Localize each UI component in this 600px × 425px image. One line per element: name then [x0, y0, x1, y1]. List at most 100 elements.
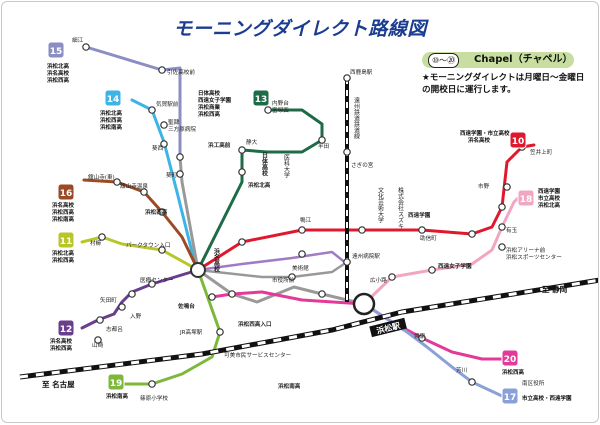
route-badge-19: 19	[107, 373, 125, 391]
svg-text:浜松西高: 浜松西高	[52, 208, 75, 216]
svg-text:西遠女子学園: 西遠女子学園	[438, 262, 472, 270]
svg-text:佐鳴台: 佐鳴台	[177, 302, 195, 310]
svg-text:可美市民サービスセンター: 可美市民サービスセンター	[224, 351, 292, 359]
ikka-label: 医科大学	[283, 154, 290, 178]
stop-dot	[176, 153, 184, 161]
route-line-11	[80, 235, 200, 272]
route-badge-11: 11	[57, 231, 75, 249]
svg-text:南区役所: 南区役所	[522, 379, 545, 387]
svg-text:浜松北高: 浜松北高	[248, 181, 271, 189]
svg-text:静大: 静大	[246, 138, 258, 146]
route-line-20	[210, 290, 366, 306]
chapel-legend: ⑩〜⑳ Chapel（チャペル）	[422, 52, 574, 68]
route-19-schools: 浜松南高	[106, 392, 129, 400]
route-badge-20: 20	[501, 349, 519, 367]
stop-dot	[96, 316, 104, 324]
svg-text:JR高塚駅: JR高塚駅	[179, 328, 203, 336]
stop-dot	[148, 380, 156, 388]
stop-dot	[98, 233, 106, 241]
svg-text:浜松南高: 浜松南高	[52, 215, 75, 223]
svg-text:西遠学園: 西遠学園	[408, 211, 431, 219]
stop-dot	[128, 290, 136, 298]
svg-text:浜名高校: 浜名高校	[47, 69, 70, 77]
stop-dot	[113, 178, 121, 186]
route-13-schools: 日体高校	[198, 89, 221, 97]
bunka-label: 文化芸術大学	[377, 186, 384, 223]
stop-dot	[264, 106, 272, 114]
svg-text:細江: 細江	[72, 36, 84, 44]
route-16-schools: 浜名高校	[52, 201, 75, 209]
route-line-gray-b	[196, 260, 349, 279]
svg-text:富塚西: 富塚西	[272, 106, 289, 114]
stop-dot	[216, 328, 224, 336]
svg-text:志都呂: 志都呂	[106, 325, 123, 333]
stop-dot	[158, 66, 166, 74]
svg-text:浜名高校: 浜名高校	[468, 136, 491, 144]
svg-text:浜松商業: 浜松商業	[198, 103, 221, 111]
svg-text:市立高校: 市立高校	[538, 194, 561, 202]
route-15-schools: 浜松北高	[47, 62, 70, 70]
svg-text:医療センター: 医療センター	[140, 276, 174, 284]
stop-dot	[140, 188, 148, 196]
stop-dot	[318, 290, 326, 298]
svg-text:舘山寺(東): 舘山寺(東)	[88, 173, 115, 181]
service-notice: ★モーニングダイレクトは月曜日〜金曜日の開校日に運行します。	[422, 73, 585, 95]
svg-text:13: 13	[255, 95, 268, 105]
route-line-purple-inner	[196, 250, 349, 272]
stop-dot	[288, 273, 296, 281]
route-badge-18: 18	[517, 189, 535, 207]
route-badge-17: 17	[501, 387, 519, 405]
svg-text:篠原小学校: 篠原小学校	[140, 394, 168, 402]
route-badge-13: 13	[252, 89, 270, 107]
stop-dot	[228, 290, 236, 298]
stop-dot	[82, 43, 90, 51]
stop-dot	[298, 226, 306, 234]
stop-dot	[468, 230, 476, 238]
route-12-schools: 浜名高校	[50, 337, 73, 345]
route-badge-16: 16	[57, 183, 75, 201]
route-badge-15: 15	[47, 41, 65, 59]
svg-text:浜松北高: 浜松北高	[538, 201, 561, 209]
svg-text:山崎: 山崎	[92, 341, 104, 349]
chapel-range-badge: ⑩〜⑳	[428, 53, 460, 68]
suzuki-label: 株式会社スズキ	[397, 186, 404, 229]
svg-text:助信町: 助信町	[420, 234, 437, 242]
svg-text:浜松西高: 浜松西高	[100, 116, 123, 124]
svg-text:領家: 領家	[414, 332, 426, 340]
stop-dot	[118, 303, 126, 311]
svg-text:浜工高前: 浜工高前	[208, 141, 231, 149]
svg-text:気賀駅前: 気賀駅前	[156, 100, 179, 108]
svg-text:三方原病院: 三方原病院	[168, 125, 196, 133]
route-line-15	[84, 45, 182, 159]
stop-dot	[468, 378, 476, 386]
stop-dot	[318, 136, 326, 144]
svg-text:15: 15	[50, 47, 63, 57]
svg-text:浜松南高: 浜松南高	[100, 123, 123, 131]
stop-dot	[94, 336, 102, 344]
stop-dot	[238, 168, 246, 176]
stop-dot	[148, 106, 156, 114]
svg-text:浜松スポーツセンター: 浜松スポーツセンター	[506, 253, 562, 261]
svg-text:広小路: 広小路	[370, 276, 387, 284]
route-line-19	[110, 268, 222, 386]
svg-text:浜松西高: 浜松西高	[47, 76, 70, 84]
route-line-16	[82, 178, 200, 272]
svg-text:矢田町: 矢田町	[100, 296, 117, 304]
svg-text:入野: 入野	[130, 312, 142, 320]
svg-text:市野: 市野	[478, 182, 490, 190]
stop-dot	[148, 280, 156, 288]
route-badge-12: 12	[57, 319, 75, 337]
stop-dot	[418, 334, 426, 342]
route-14-schools: 浜松北高	[100, 109, 123, 117]
svg-text:鴨江: 鴨江	[300, 216, 312, 224]
route-18-schools: 西遠学園	[538, 187, 561, 195]
svg-text:舘山寺温泉: 舘山寺温泉	[120, 182, 148, 190]
stop-dot	[160, 140, 168, 148]
svg-text:市役所前: 市役所前	[272, 276, 295, 284]
svg-text:芳川: 芳川	[456, 366, 467, 374]
svg-text:11: 11	[60, 237, 73, 247]
stop-dot	[498, 203, 506, 211]
page-title: モーニングダイレクト路線図	[173, 18, 427, 40]
stop-dot	[428, 266, 436, 274]
svg-text:浜松西高: 浜松西高	[50, 344, 73, 352]
